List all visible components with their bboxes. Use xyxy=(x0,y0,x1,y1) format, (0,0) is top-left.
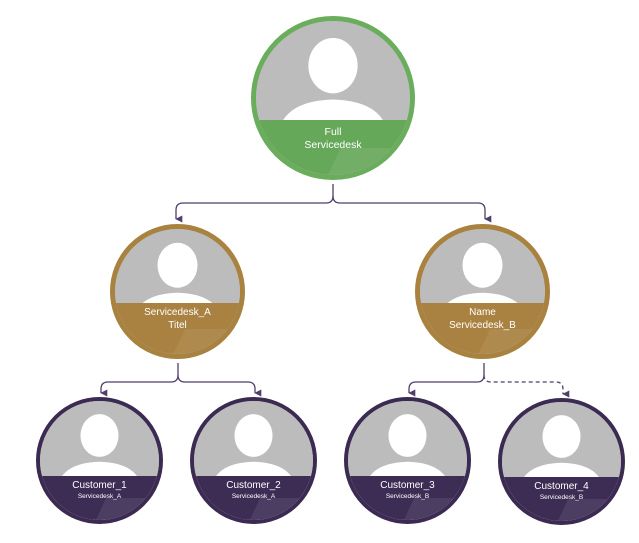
node-title: Servicedesk_A xyxy=(144,307,211,318)
node-title: Customer_2 xyxy=(226,480,281,491)
node-label-band: Customer_3 Servicedesk_B xyxy=(348,476,467,520)
node-label-band: Customer_2 Servicedesk_A xyxy=(194,476,313,520)
node-title: Customer_1 xyxy=(72,480,127,491)
node-customer-2[interactable]: Customer_2 Servicedesk_A xyxy=(190,397,317,524)
node-subtitle: Servicedesk_B xyxy=(449,319,516,331)
node-customer-4[interactable]: Customer_4 Servicedesk_B xyxy=(498,398,625,525)
node-subtitle: Servicedesk_B xyxy=(385,493,430,500)
node-label-band: Name Servicedesk_B xyxy=(420,303,545,354)
node-label-band: Servicedesk_A Titel xyxy=(115,303,240,354)
connector-servicedesk-b-to-customer-4 xyxy=(483,374,570,398)
connector-full-to-servicedesk-b xyxy=(332,195,492,223)
connector-servicedesk-a-to-customer-1 xyxy=(100,363,179,397)
node-title: Customer_4 xyxy=(534,481,589,492)
node-customer-1[interactable]: Customer_1 Servicedesk_A xyxy=(36,397,163,524)
node-title: Customer_3 xyxy=(380,480,435,491)
node-full-servicedesk[interactable]: Full Servicedesk xyxy=(251,16,415,180)
node-servicedesk-b[interactable]: Name Servicedesk_B xyxy=(415,224,550,359)
node-subtitle: Servicedesk_A xyxy=(231,493,276,500)
node-label-band: Customer_1 Servicedesk_A xyxy=(40,476,159,520)
node-subtitle: Servicedesk_A xyxy=(77,493,122,500)
connector-servicedesk-a-to-customer-2 xyxy=(177,374,262,397)
node-subtitle: Servicedesk xyxy=(304,139,362,151)
connector-full-to-servicedesk-a xyxy=(175,184,334,223)
node-label-band: Full Servicedesk xyxy=(256,120,410,175)
node-subtitle: Titel xyxy=(168,319,187,331)
node-customer-3[interactable]: Customer_3 Servicedesk_B xyxy=(344,397,471,524)
node-servicedesk-a[interactable]: Servicedesk_A Titel xyxy=(110,224,245,359)
connector-servicedesk-b-to-customer-3 xyxy=(408,363,485,397)
node-subtitle: Servicedesk_B xyxy=(539,494,584,501)
node-title: Full xyxy=(324,126,342,138)
node-label-band: Customer_4 Servicedesk_B xyxy=(502,477,621,521)
node-title: Name xyxy=(469,307,496,318)
